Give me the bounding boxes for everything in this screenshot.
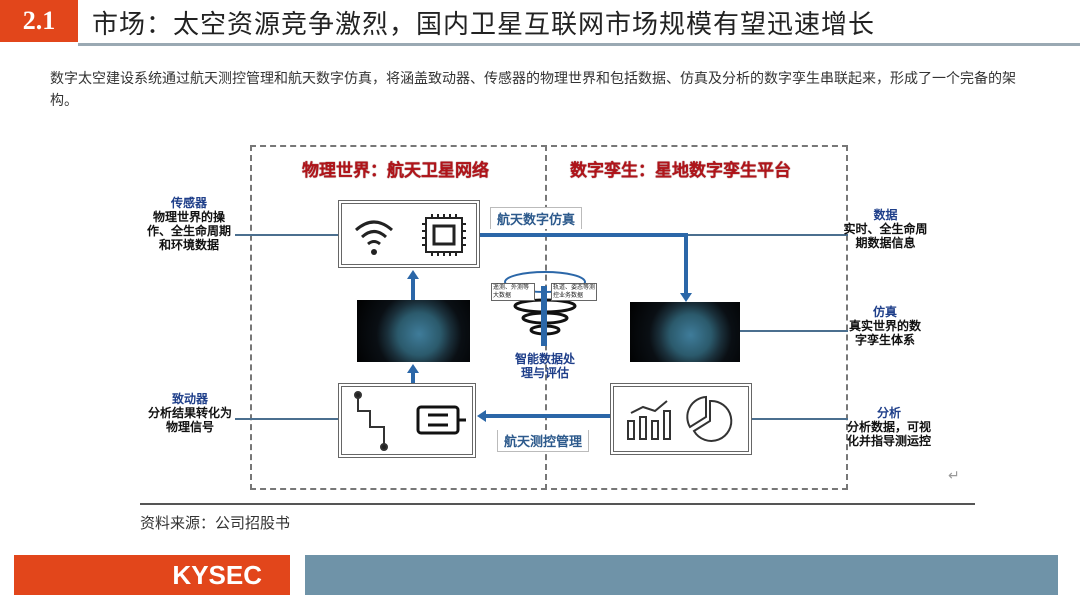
data-text: 实时、全生命周期数据信息 xyxy=(843,222,928,250)
simulation-flow-down xyxy=(684,233,688,295)
intro-paragraph: 数字太空建设系统通过航天测控管理和航天数字仿真，将涵盖致动器、传感器的物理世界和… xyxy=(50,71,1016,109)
digital-earth-image xyxy=(630,302,740,362)
digital-twin-title: 数字孪生：星地数字孪生平台 xyxy=(570,161,791,181)
actuator-text: 分析结果转化为物理信号 xyxy=(147,406,232,434)
orbit-note: 轨道、姿态等测控业务数据 xyxy=(551,283,597,301)
source-note: 资料来源：公司招股书 xyxy=(140,514,291,532)
section-number: 2.1 xyxy=(0,0,78,42)
bar-chart-icon xyxy=(627,400,671,440)
telemetry-note: 遥测、外测等大数据 xyxy=(491,283,535,301)
title-divider xyxy=(78,43,1080,46)
kysec-logo: KYSEC xyxy=(14,555,290,595)
actuator-title: 致动器 xyxy=(171,392,208,406)
diagram-frame xyxy=(250,145,848,490)
analysis-connector xyxy=(752,418,848,420)
circuit-icon xyxy=(354,391,388,451)
simulation-title: 仿真 xyxy=(872,305,897,319)
analysis-title: 分析 xyxy=(876,406,901,420)
control-flow-line xyxy=(486,414,610,418)
spiral-icon xyxy=(504,271,586,346)
return-mark-icon: ↵ xyxy=(948,468,960,484)
data-title: 数据 xyxy=(873,208,898,222)
connector-icon xyxy=(416,405,466,435)
satellite-earth-image xyxy=(357,300,470,362)
simulation-flow-line xyxy=(480,233,688,237)
arrow-left-icon xyxy=(477,410,486,422)
arrow-down-icon xyxy=(680,293,692,302)
physical-world-title: 物理世界：航天卫星网络 xyxy=(302,161,489,181)
arrow-up-icon xyxy=(407,364,419,373)
aerospace-simulation-label: 航天数字仿真 xyxy=(490,207,583,229)
sensor-label: 传感器物理世界的操作、全生命周期和环境数据 xyxy=(145,196,233,252)
actuator-connector xyxy=(235,418,338,420)
simulation-text: 真实世界的数字孪生体系 xyxy=(848,319,921,347)
pie-chart-icon xyxy=(686,395,733,442)
aerospace-control-label: 航天测控管理 xyxy=(497,430,590,452)
simulation-label: 仿真真实世界的数字孪生体系 xyxy=(845,305,925,347)
sensor-box xyxy=(338,200,480,268)
actuator-box xyxy=(338,383,476,458)
up-flow-1 xyxy=(411,278,415,300)
sensor-title: 传感器 xyxy=(170,196,207,210)
data-label: 数据实时、全生命周期数据信息 xyxy=(843,208,928,250)
actuator-label: 致动器分析结果转化为物理信号 xyxy=(145,392,235,434)
wifi-icon xyxy=(355,214,466,256)
sensor-text: 物理世界的操作、全生命周期和环境数据 xyxy=(146,210,231,252)
center-processing-label: 智能数据处理与评估 xyxy=(514,352,575,380)
data-connector xyxy=(688,234,848,236)
analysis-label: 分析分析数据，可视化并指导测运控 xyxy=(843,406,935,448)
arrow-up-icon xyxy=(407,270,419,279)
analysis-text: 分析数据，可视化并指导测运控 xyxy=(846,420,931,448)
source-divider xyxy=(140,503,975,505)
simulation-connector xyxy=(740,330,848,332)
slide-title: 市场：太空资源竞争激烈，国内卫星互联网市场规模有望迅速增长 xyxy=(92,10,876,40)
sensor-connector xyxy=(235,234,338,236)
up-flow-2 xyxy=(411,372,415,383)
footer-bar xyxy=(305,555,1058,595)
chip-icon xyxy=(422,214,466,256)
analysis-box xyxy=(610,383,752,455)
